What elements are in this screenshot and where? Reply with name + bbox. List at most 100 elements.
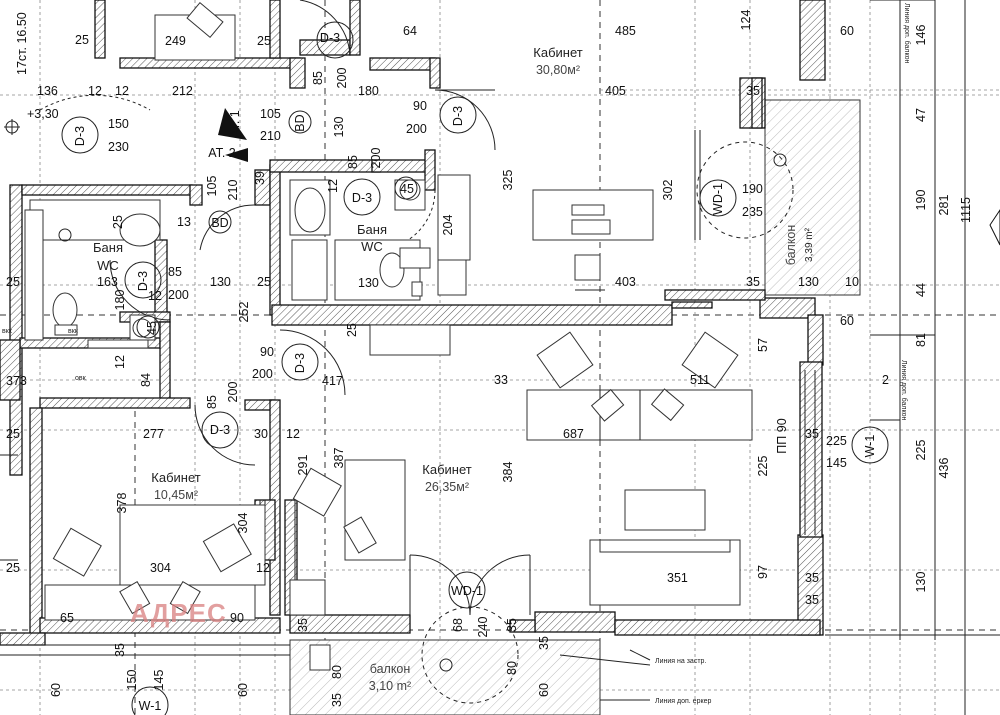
tag-at2: АТ. 2 (208, 146, 236, 160)
dim-label: 12 (326, 179, 340, 193)
dim-label: 146 (914, 25, 928, 46)
tag-w1-b: W-1 (139, 699, 162, 713)
tag-w1-a: W-1 (863, 435, 877, 458)
tag-d3-a: D-3 (73, 126, 87, 146)
dim-label: 85 (168, 265, 182, 279)
dim-label: 35 (296, 618, 310, 632)
dim-label: 80 (330, 665, 344, 679)
dim-label: 105 (205, 176, 219, 197)
dim-label: 225 (914, 440, 928, 461)
dim-label: 35 (746, 275, 760, 289)
dim-label: 180 (113, 290, 127, 311)
note-bay: Линия доп. еркер (655, 698, 711, 705)
notes: Линия доп. балкон Линия доп. балкон Лини… (2, 3, 911, 705)
dim-label: 210 (226, 180, 240, 201)
dim-label: 130 (332, 117, 346, 138)
dim-label: 210 (260, 129, 281, 143)
dim-label: 200 (369, 148, 383, 169)
note-vent-3: овк (75, 375, 87, 382)
dim-label: 60 (236, 683, 250, 697)
dim-label: 200 (168, 288, 189, 302)
tag-wd1-b: WD-1 (711, 183, 725, 215)
section-arrow-icon (218, 108, 1000, 246)
dim-label: 97 (756, 565, 770, 579)
dim-label: 12 (115, 84, 129, 98)
dim-label: 85 (346, 155, 360, 169)
dimension-labels: 25 249 25 64 485 124 60 146 136 12 12 21… (6, 10, 973, 707)
dim-label: 387 (332, 448, 346, 469)
dim-label: 281 (937, 195, 951, 216)
dim-label: 60 (840, 314, 854, 328)
tag-d3-d: D-3 (352, 191, 372, 205)
dim-label: 57 (756, 338, 770, 352)
dim-label: 130 (210, 275, 231, 289)
dim-label: 12 (286, 427, 300, 441)
dim-label: 145 (826, 456, 847, 470)
dim-label: 136 (37, 84, 58, 98)
dim-label: 25 (257, 275, 271, 289)
level-label: +3,30 (27, 107, 59, 121)
dim-label: 150 (125, 670, 139, 691)
tag-at1: АТ. 1 (228, 110, 242, 138)
dim-label: 47 (914, 108, 928, 122)
room-name-bath-2: Баня (357, 222, 387, 237)
note-balcony-line-2: Линия доп. балкон (900, 360, 908, 421)
dim-label: 2 (882, 373, 889, 387)
dim-label: 180 (358, 84, 379, 98)
note-balcony-line-1: Линия доп. балкон (903, 3, 911, 64)
dim-label: 65 (60, 611, 74, 625)
dim-label: 291 (296, 455, 310, 476)
dim-label: 351 (667, 571, 688, 585)
dim-label: 230 (108, 140, 129, 154)
dimension-lines (559, 0, 1000, 715)
dim-label: 378 (115, 493, 129, 514)
room-sub-bath-1: WC (97, 258, 119, 273)
dim-label: 436 (937, 458, 951, 479)
note-vent-1: вкк (2, 328, 13, 335)
room-sub-bath-2: WC (361, 239, 383, 254)
dim-label: 240 (476, 617, 490, 638)
dim-label: 145 (152, 670, 166, 691)
dim-label: 12 (113, 355, 127, 369)
dim-label: 81 (914, 333, 928, 347)
dim-label: 25 (6, 427, 20, 441)
room-area-balcony-2: 3,10 m² (369, 679, 411, 693)
room-name-bath-1: Баня (93, 240, 123, 255)
dim-label: 64 (403, 24, 417, 38)
dim-label: 33 (494, 373, 508, 387)
dim-label: 163 (97, 275, 118, 289)
dim-label: 12 (148, 289, 162, 303)
dim-label: 212 (172, 84, 193, 98)
dim-label: 44 (914, 283, 928, 297)
dim-label: 417 (322, 374, 343, 388)
dim-label: 45 (400, 182, 414, 196)
dim-label: 130 (358, 276, 379, 290)
dim-label: 35 (113, 643, 127, 657)
opening-tags: D-3 D-3 D-3 D-3 D-3 D-3 D-3 WD-1 WD-1 W-… (15, 12, 877, 713)
dim-label: 130 (914, 572, 928, 593)
dim-label: 12 (256, 561, 270, 575)
tag-d3-c: D-3 (451, 106, 465, 126)
room-name-office-1: Кабинет (533, 45, 582, 60)
tag-circles (61, 21, 889, 715)
tag-bd-b: BD (211, 216, 228, 230)
dim-label: 45 (145, 321, 159, 335)
room-area-office-2: 26,35м² (425, 480, 469, 494)
dim-label: 1115 (959, 197, 973, 223)
dim-label: 25 (6, 561, 20, 575)
dim-label: 25 (257, 34, 271, 48)
dim-label: 85 (311, 71, 325, 85)
dim-label: 687 (563, 427, 584, 441)
tag-bd-a: BD (293, 114, 307, 131)
dim-label: 150 (108, 117, 129, 131)
dim-label: 511 (690, 373, 710, 387)
dim-label: 84 (139, 373, 153, 387)
dim-label: 35 (805, 593, 819, 607)
dim-label: 200 (406, 122, 427, 136)
dim-label: 25 (75, 33, 89, 47)
dim-label: 235 (742, 205, 763, 219)
dim-label: 80 (505, 661, 519, 675)
dim-label: 13 (177, 215, 191, 229)
room-area-office-3: 10,45м² (154, 488, 198, 502)
